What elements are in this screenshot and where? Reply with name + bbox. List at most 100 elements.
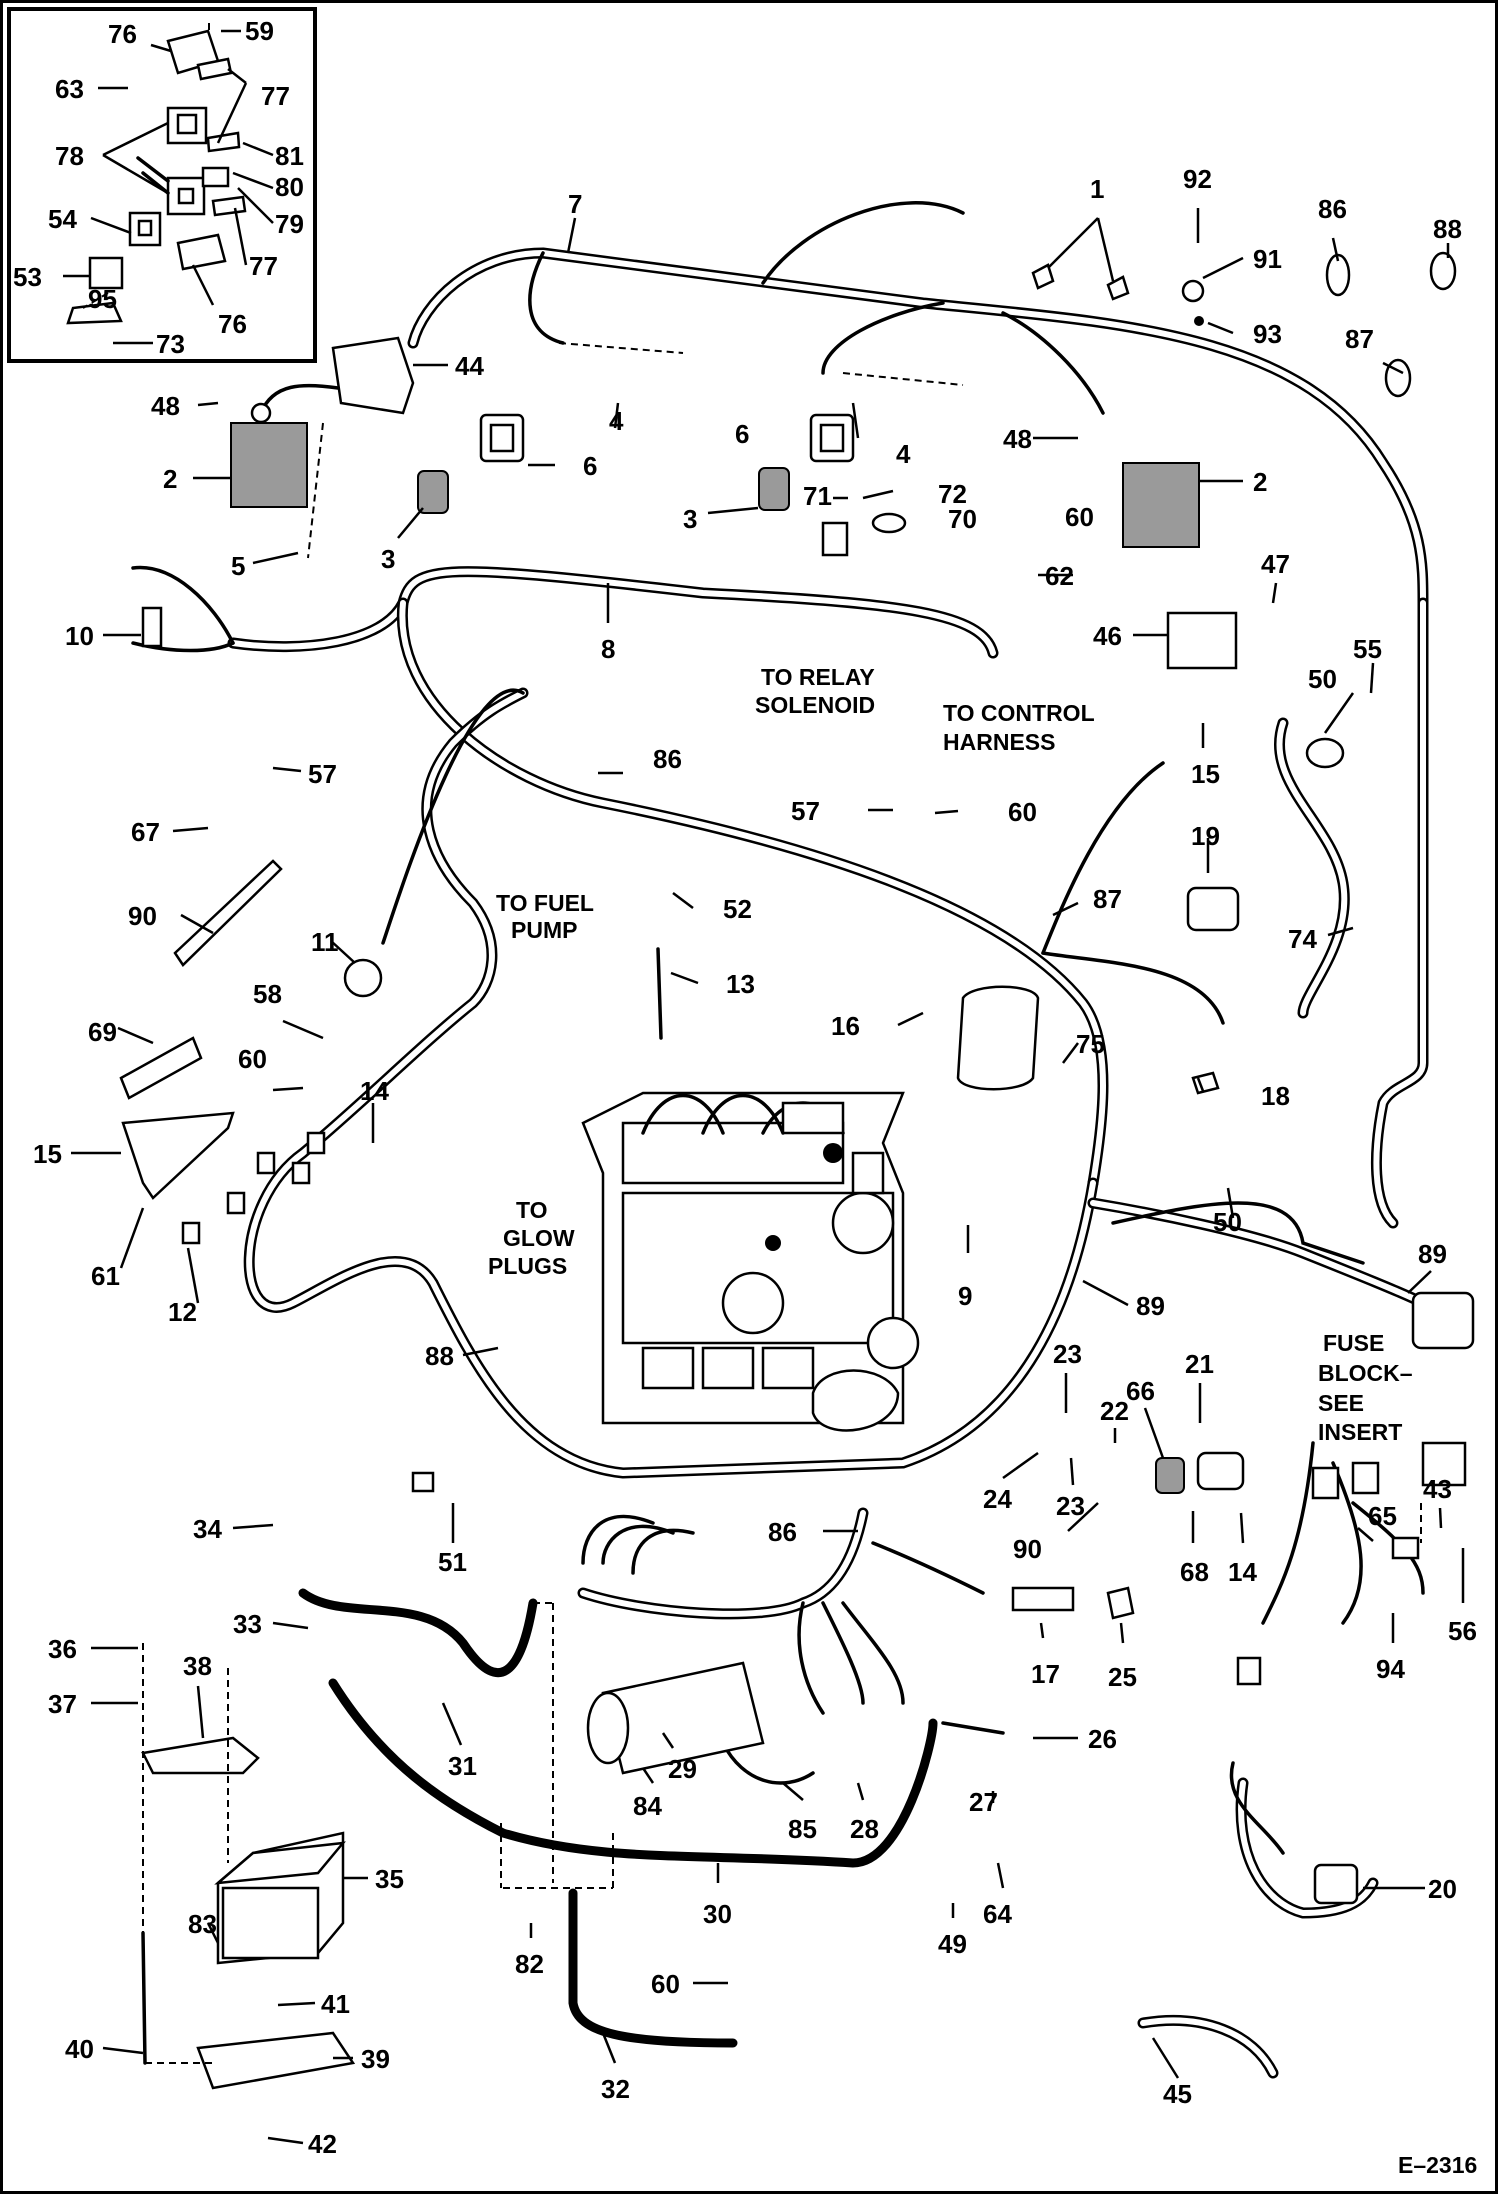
callout: 59 bbox=[245, 16, 274, 46]
callout: 52 bbox=[723, 894, 752, 924]
callout: 55 bbox=[1353, 634, 1382, 664]
callout: 29 bbox=[668, 1754, 697, 1784]
wiring-harness-drawing: TO RELAY SOLENOID TO CONTROL HARNESS TO … bbox=[7, 7, 1477, 2178]
callout: 77 bbox=[249, 251, 278, 281]
callout: 5 bbox=[231, 551, 245, 581]
callout: 82 bbox=[515, 1949, 544, 1979]
callout: 92 bbox=[1183, 164, 1212, 194]
callout: 74 bbox=[1288, 924, 1317, 954]
engine-block bbox=[581, 1091, 920, 1432]
callout: 95 bbox=[88, 284, 117, 314]
callout: 60 bbox=[1065, 502, 1094, 532]
callout: 3 bbox=[683, 504, 697, 534]
callout: 50 bbox=[1308, 664, 1337, 694]
callout: 1 bbox=[1090, 174, 1104, 204]
callout: 88 bbox=[1433, 214, 1462, 244]
leader-lines bbox=[71, 208, 1465, 2145]
callout: 78 bbox=[55, 141, 84, 171]
callout: 94 bbox=[1376, 1654, 1405, 1684]
callout: 21 bbox=[1185, 1349, 1214, 1379]
callout: 57 bbox=[308, 759, 337, 789]
callout: 14 bbox=[1228, 1557, 1257, 1587]
callout: 44 bbox=[455, 351, 484, 381]
callout: 68 bbox=[1180, 1557, 1209, 1587]
note-control-harness-2: HARNESS bbox=[943, 729, 1055, 755]
callout: 66 bbox=[1126, 1376, 1155, 1406]
callout: 50 bbox=[1213, 1207, 1242, 1237]
callout: 86 bbox=[653, 744, 682, 774]
callout: 16 bbox=[831, 1011, 860, 1041]
note-fuse-block-1: FUSE bbox=[1323, 1330, 1384, 1356]
callout: 89 bbox=[1136, 1291, 1165, 1321]
callout: 54 bbox=[48, 204, 77, 234]
callout: 45 bbox=[1163, 2079, 1192, 2109]
callout: 2 bbox=[1253, 467, 1267, 497]
callout: 86 bbox=[1318, 194, 1347, 224]
callout: 48 bbox=[151, 391, 180, 421]
callout: 60 bbox=[238, 1044, 267, 1074]
callout: 31 bbox=[448, 1751, 477, 1781]
callout: 15 bbox=[33, 1139, 62, 1169]
callout: 17 bbox=[1031, 1659, 1060, 1689]
callout: 35 bbox=[375, 1864, 404, 1894]
callout: 20 bbox=[1428, 1874, 1457, 1904]
callout: 7 bbox=[568, 189, 582, 219]
callout: 90 bbox=[1013, 1534, 1042, 1564]
callout: 22 bbox=[1100, 1396, 1129, 1426]
callout: 18 bbox=[1261, 1081, 1290, 1111]
callout: 25 bbox=[1108, 1662, 1137, 1692]
callout: 13 bbox=[726, 969, 755, 999]
callout: 24 bbox=[983, 1484, 1012, 1514]
callout: 33 bbox=[233, 1609, 262, 1639]
callout: 79 bbox=[275, 209, 304, 239]
callout: 51 bbox=[438, 1547, 467, 1577]
callout: 11 bbox=[311, 927, 339, 957]
callout: 60 bbox=[1008, 797, 1037, 827]
callout: 10 bbox=[65, 621, 94, 651]
callout: 62 bbox=[1045, 561, 1074, 591]
callout: 4 bbox=[609, 406, 624, 436]
callout: 76 bbox=[108, 19, 137, 49]
callout: 23 bbox=[1053, 1339, 1082, 1369]
callout: 81 bbox=[275, 141, 304, 171]
callout: 72 bbox=[938, 479, 967, 509]
note-fuel-pump-2: PUMP bbox=[511, 917, 577, 943]
note-relay-solenoid-1: TO RELAY bbox=[761, 664, 875, 690]
callout: 76 bbox=[218, 309, 247, 339]
grille-left bbox=[230, 422, 308, 508]
note-glow-plugs-1: TO bbox=[516, 1197, 548, 1223]
callout: 19 bbox=[1191, 821, 1220, 851]
callout: 43 bbox=[1423, 1474, 1452, 1504]
callout: 65 bbox=[1368, 1501, 1397, 1531]
callout: 46 bbox=[1093, 621, 1122, 651]
callout: 27 bbox=[969, 1787, 998, 1817]
callout: 67 bbox=[131, 817, 160, 847]
callout: 86 bbox=[768, 1517, 797, 1547]
callout: 57 bbox=[791, 796, 820, 826]
note-fuse-block-3: SEE bbox=[1318, 1390, 1364, 1416]
callout: 63 bbox=[55, 74, 84, 104]
callout: 89 bbox=[1418, 1239, 1447, 1269]
callout: 83 bbox=[188, 1909, 217, 1939]
grille-right bbox=[1122, 462, 1200, 548]
callout: 42 bbox=[308, 2129, 337, 2159]
note-glow-plugs-3: PLUGS bbox=[488, 1253, 567, 1279]
callout: 14 bbox=[360, 1076, 389, 1106]
note-glow-plugs-2: GLOW bbox=[503, 1225, 575, 1251]
callout: 32 bbox=[601, 2074, 630, 2104]
callout: 73 bbox=[156, 329, 185, 359]
callout: 69 bbox=[88, 1017, 117, 1047]
callout: 49 bbox=[938, 1929, 967, 1959]
note-control-harness-1: TO CONTROL bbox=[943, 700, 1095, 726]
note-fuse-block-4: INSERT bbox=[1318, 1419, 1402, 1445]
callout: 87 bbox=[1093, 884, 1122, 914]
callout: 41 bbox=[321, 1989, 350, 2019]
callout: 30 bbox=[703, 1899, 732, 1929]
callout: 12 bbox=[168, 1297, 197, 1327]
callout: 15 bbox=[1191, 759, 1220, 789]
battery-cables bbox=[298, 1588, 1005, 2048]
callout: 39 bbox=[361, 2044, 390, 2074]
callout: 4 bbox=[896, 439, 911, 469]
callout: 37 bbox=[48, 1689, 77, 1719]
